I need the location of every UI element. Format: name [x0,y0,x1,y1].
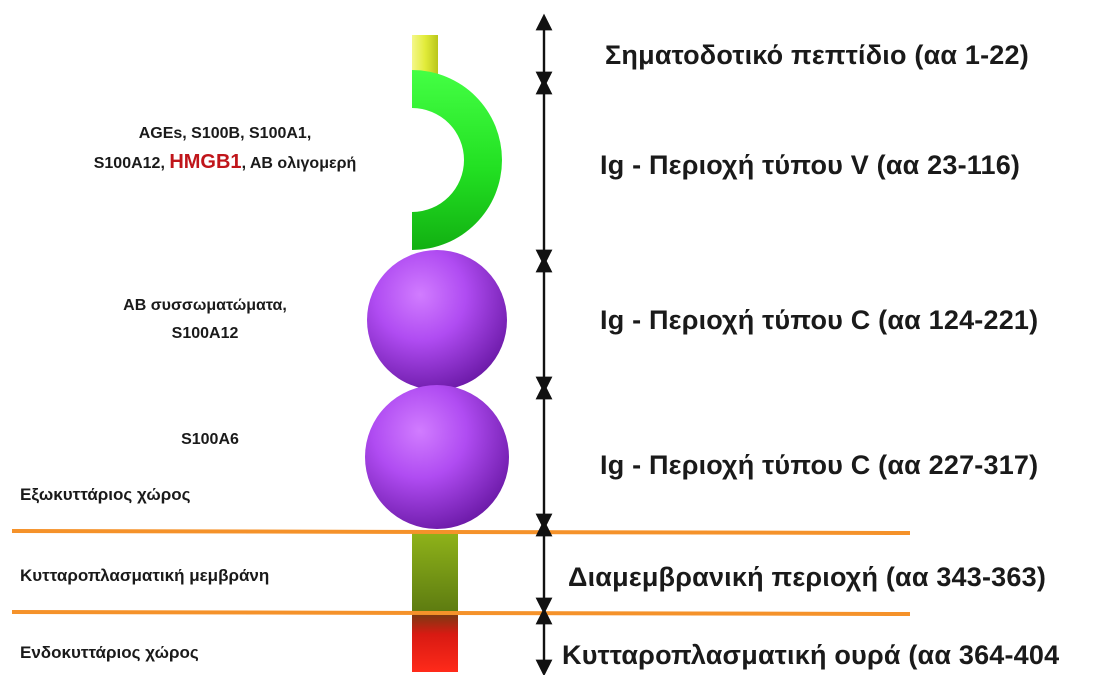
region-label-c1-domain: Ig - Περιοχή τύπου C (αα 124-221) [600,305,1039,335]
ligand-hmgb1-highlight: HMGB1 [169,151,242,173]
space-label-intracellular: Ενδοκυττάριος χώρος [20,643,199,662]
ligand-v-line2-pre: S100A12, [93,155,170,172]
region-label-cytoplasmic-tail: Κυτταροπλασματική ουρά (αα 364-404 [562,640,1060,670]
v-domain-crescent [412,70,502,250]
membrane-outer-line [11,529,911,535]
c2-domain-sphere [365,385,509,529]
region-label-signal-peptide: Σηματοδοτικό πεπτίδιο (αα 1-22) [605,40,1029,70]
c1-domain-sphere [367,250,507,390]
ligand-label-c2-domain: S100A6 [140,426,280,454]
ligand-v-line2: S100A12, HMGB1, AB ολιγομερή [40,148,410,178]
cytoplasmic-tail-segment [412,614,458,672]
ligand-v-line2-post: , AB ολιγομερή [241,155,357,172]
ligand-label-v-domain: AGEs, S100B, S100A1, S100A12, HMGB1, AB … [40,120,410,178]
space-label-extracellular: Εξωκυττάριος χώρος [20,485,191,504]
region-label-c2-domain: Ig - Περιοχή τύπου C (αα 227-317) [600,450,1039,480]
ligand-c2-line1: S100A6 [181,431,239,448]
ligand-c1-line2: S100A12 [171,325,239,342]
ligand-c1-line1: AB συσσωματώματα, [123,297,287,314]
region-label-transmembrane: Διαμεμβρανική περιοχή (αα 343-363) [568,562,1047,592]
transmembrane-segment [412,532,458,614]
ligand-label-c1-domain: AB συσσωματώματα, S100A12 [90,292,320,348]
region-label-v-domain: Ig - Περιοχή τύπου V (αα 23-116) [600,150,1021,180]
ligand-v-line1: AGEs, S100B, S100A1, [138,125,312,142]
space-label-membrane: Κυτταροπλασματική μεμβράνη [20,566,270,585]
membrane-inner-line [11,610,911,616]
